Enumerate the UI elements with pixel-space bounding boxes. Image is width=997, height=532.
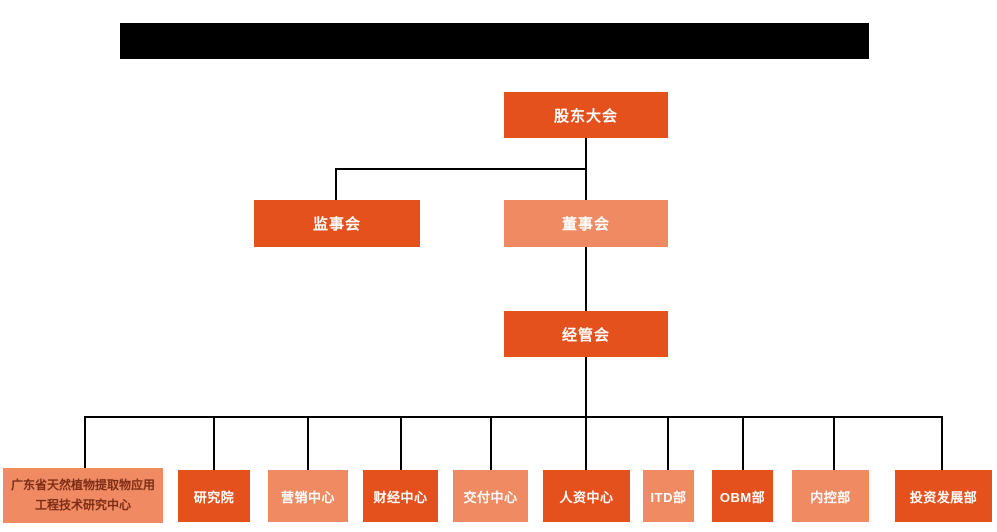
connector-supervisory-drop	[335, 168, 337, 200]
node-dept-marketing-center: 营销中心	[268, 470, 348, 522]
connector-dept-drop	[667, 416, 669, 470]
connector-level2-horizontal	[335, 168, 587, 170]
node-dept-guangdong-plant-extract-research-center: 广东省天然植物提取物应用工程技术研究中心	[3, 468, 163, 523]
node-dept-finance-center: 财经中心	[363, 470, 438, 522]
node-dept-obm: OBM部	[712, 470, 773, 522]
node-shareholders-meeting: 股东大会	[504, 92, 668, 138]
connector-dept-drop	[400, 416, 402, 470]
connector-dept-drop	[742, 416, 744, 470]
node-board-of-directors: 董事会	[504, 200, 668, 247]
connector-dept-drop	[490, 416, 492, 470]
node-dept-hr-center: 人资中心	[543, 470, 630, 522]
node-dept-investment-development: 投资发展部	[895, 470, 992, 522]
connector-dept-drop	[307, 416, 309, 470]
redacted-title-bar	[120, 23, 869, 59]
connector-board-to-management	[585, 247, 587, 311]
connector-dept-drop	[585, 416, 587, 470]
connector-departments-horizontal	[84, 416, 943, 418]
node-management-committee: 经管会	[504, 311, 668, 357]
connector-dept-drop	[941, 416, 943, 470]
connector-dept-drop	[84, 416, 86, 470]
node-dept-internal-control: 内控部	[792, 470, 869, 522]
node-dept-research-institute: 研究院	[178, 470, 250, 522]
connector-dept-drop	[213, 416, 215, 470]
node-dept-delivery-center: 交付中心	[453, 470, 528, 522]
connector-management-drop	[585, 357, 587, 417]
node-dept-itd: ITD部	[643, 470, 694, 522]
node-supervisory-board: 监事会	[254, 200, 420, 247]
connector-dept-drop	[833, 416, 835, 470]
